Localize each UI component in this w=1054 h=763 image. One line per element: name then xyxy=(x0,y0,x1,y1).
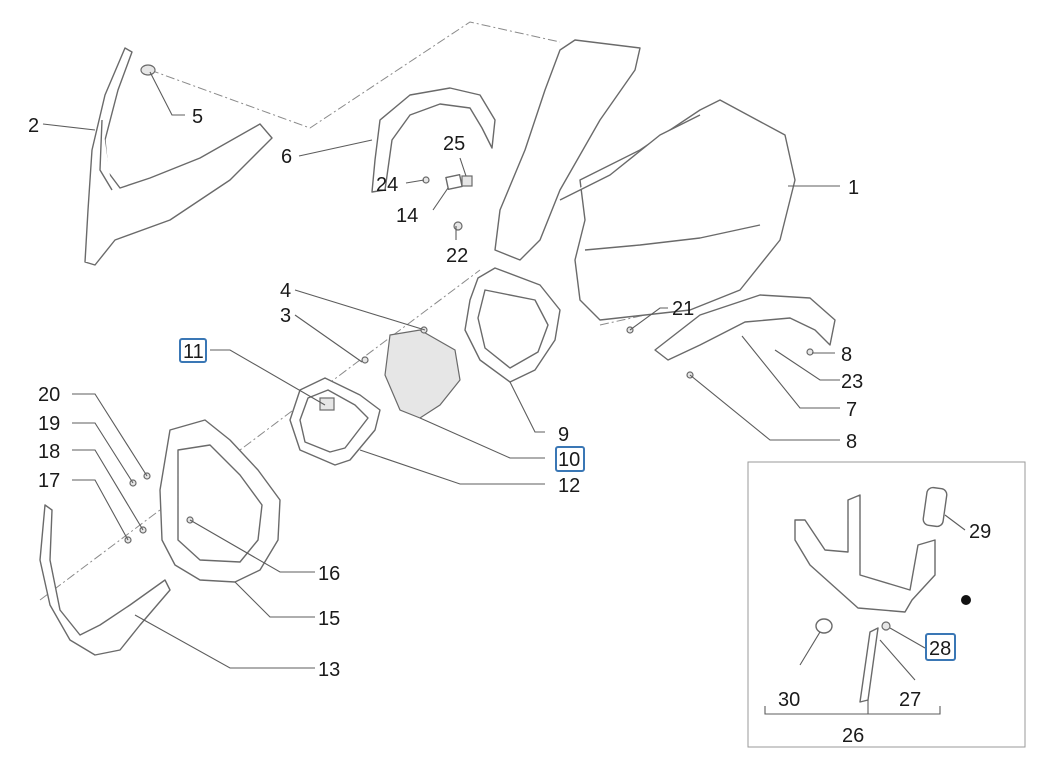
bracket-kit-inset xyxy=(747,461,1026,748)
part-10-grille[interactable] xyxy=(384,329,461,419)
part-15-lower-cover[interactable] xyxy=(159,419,281,583)
part-14-clip[interactable] xyxy=(445,173,463,191)
callout-14[interactable]: 14 xyxy=(396,205,418,227)
callout-20[interactable]: 20 xyxy=(38,384,60,406)
callout-11[interactable]: 11 xyxy=(183,341,204,363)
callout-25[interactable]: 25 xyxy=(443,133,465,155)
callout-9[interactable]: 9 xyxy=(558,424,569,446)
part-2-front-trim[interactable] xyxy=(84,47,273,266)
part-1-front-shield[interactable] xyxy=(494,39,796,321)
callout-16[interactable]: 16 xyxy=(318,563,340,585)
part-3-screw[interactable] xyxy=(361,356,369,364)
callout-24[interactable]: 24 xyxy=(376,174,398,196)
inset-dot-marker xyxy=(961,595,971,605)
callout-6[interactable]: 6 xyxy=(281,146,292,168)
callout-19[interactable]: 19 xyxy=(38,413,60,435)
callout-17[interactable]: 17 xyxy=(38,470,60,492)
highlight-box-11 xyxy=(179,338,207,363)
highlight-box-28 xyxy=(925,633,956,661)
callout-1[interactable]: 1 xyxy=(848,177,859,199)
part-12-frame[interactable] xyxy=(289,377,381,466)
part-11-clip[interactable] xyxy=(319,397,335,411)
callout-7[interactable]: 7 xyxy=(846,399,857,421)
leader-lines xyxy=(42,71,966,714)
callout-4[interactable]: 4 xyxy=(280,280,291,302)
callout-3[interactable]: 3 xyxy=(280,305,291,327)
callout-22[interactable]: 22 xyxy=(446,245,468,267)
callout-18[interactable]: 18 xyxy=(38,441,60,463)
callout-30[interactable]: 30 xyxy=(778,689,800,711)
callout-5[interactable]: 5 xyxy=(192,106,203,128)
part-5-grommet[interactable] xyxy=(140,64,156,76)
callout-27[interactable]: 27 xyxy=(899,689,921,711)
callout-10[interactable]: 10 xyxy=(558,449,580,471)
part-8-screw-upper[interactable] xyxy=(806,348,814,356)
callout-labels: 1 2 3 4 5 6 7 8 8 9 10 11 12 13 14 15 16… xyxy=(28,106,991,747)
callout-23[interactable]: 23 xyxy=(841,371,863,393)
callout-29[interactable]: 29 xyxy=(969,521,991,543)
part-25-clip[interactable] xyxy=(461,175,473,187)
highlight-boxes xyxy=(179,338,956,661)
part-6-upper-trim[interactable] xyxy=(371,87,496,193)
callout-21[interactable]: 21 xyxy=(672,298,694,320)
callout-13[interactable]: 13 xyxy=(318,659,340,681)
callout-28[interactable]: 28 xyxy=(929,638,951,660)
part-13-front-spoiler[interactable] xyxy=(39,504,171,656)
part-22-screw[interactable] xyxy=(453,221,463,231)
part-7-side-trim[interactable] xyxy=(654,294,836,361)
callout-12[interactable]: 12 xyxy=(558,475,580,497)
callout-8-upper[interactable]: 8 xyxy=(841,344,852,366)
part-9-inner-panel[interactable] xyxy=(464,267,561,383)
callout-8-lower[interactable]: 8 xyxy=(846,431,857,453)
callout-15[interactable]: 15 xyxy=(318,608,340,630)
callout-2[interactable]: 2 xyxy=(28,115,39,137)
callout-26[interactable]: 26 xyxy=(842,725,864,747)
highlight-box-10 xyxy=(555,446,585,472)
